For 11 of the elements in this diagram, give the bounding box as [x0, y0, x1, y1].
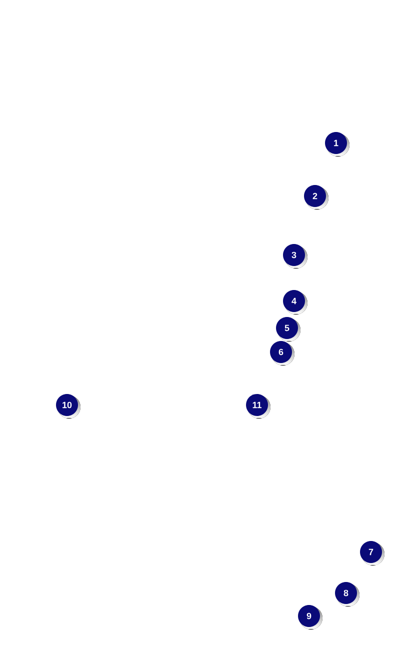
callout-number: 4 [283, 290, 308, 314]
callout-number: 2 [304, 185, 328, 210]
callout-number: 7 [360, 541, 384, 566]
callout-number: 9 [298, 605, 322, 630]
callout-number: 6 [270, 341, 294, 366]
callout-number: 1 [325, 132, 350, 156]
callout-number: 10 [56, 394, 80, 418]
callout-number: 11 [246, 394, 270, 418]
callout-number: 3 [283, 244, 308, 268]
callout-number: 8 [335, 582, 360, 606]
callout-number: 5 [276, 317, 300, 342]
